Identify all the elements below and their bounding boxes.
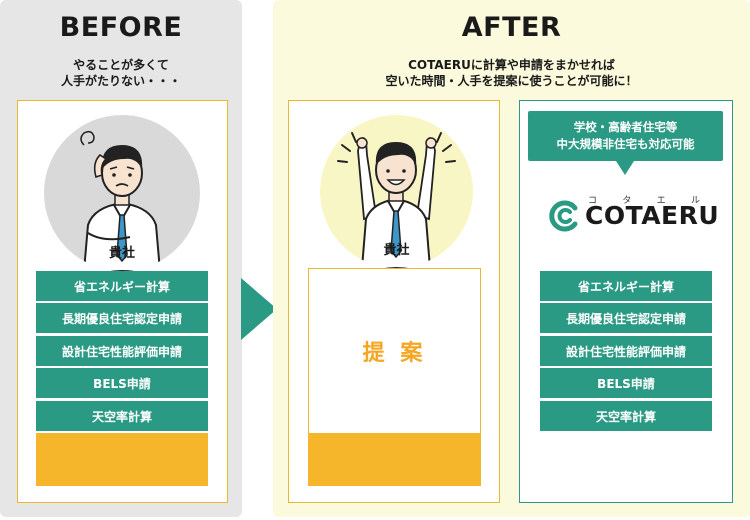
ruby-e: エ — [656, 196, 666, 206]
before-task-energy: 省エネルギー計算 — [36, 271, 208, 301]
after-subtitle-line2: 空いた時間・人手を提案に使うことが可能に！ — [385, 74, 638, 88]
after-subtitle: COTAERUに計算や申請をまかせれば 空いた時間・人手を提案に使うことが可能に… — [273, 57, 750, 89]
logo-wordmark: COTAERU — [585, 201, 720, 230]
before-subtitle-line1: やることが多くて — [73, 58, 169, 72]
happy-person-circle: 貴社 — [320, 115, 473, 268]
ruby-ko: コ — [588, 196, 598, 206]
worried-businessman-icon — [80, 130, 162, 271]
logo-ruby: コ タ エ ル — [588, 193, 700, 206]
after-company-label: 貴社 — [383, 243, 410, 258]
happy-businessman-icon — [337, 132, 456, 268]
worried-person-circle: 貴社 — [44, 115, 200, 271]
after-heading: AFTER — [461, 12, 562, 43]
before-company-label: 貴社 — [108, 246, 135, 261]
before-task-long-term: 長期優良住宅認定申請 — [36, 303, 208, 333]
before-subtitle: やることが多くて 人手がたりない・・・ — [0, 57, 242, 89]
after-task-bels: BELS申請 — [540, 368, 712, 398]
ruby-ta: タ — [622, 196, 632, 206]
proposal-label: 提 案 — [362, 341, 427, 366]
callout-tail — [616, 161, 634, 175]
after-task-long-term: 長期優良住宅認定申請 — [540, 303, 712, 333]
before-task-bels: BELS申請 — [36, 368, 208, 398]
before-subtitle-line2: 人手がたりない・・・ — [60, 74, 181, 88]
after-task-performance: 設計住宅性能評価申請 — [540, 336, 712, 366]
after-subtitle-line1: COTAERUに計算や申請をまかせれば — [408, 58, 615, 72]
callout-line1: 学校・高齢者住宅等 — [573, 120, 678, 134]
cotaeru-logo-icon — [549, 200, 578, 232]
callout-line2: 中大規模非住宅も対応可能 — [556, 137, 695, 151]
before-heading: BEFORE — [59, 12, 183, 43]
arrow-right-icon — [241, 278, 277, 340]
before-task-sky-ratio: 天空率計算 — [36, 401, 208, 431]
after-freed-block — [308, 433, 481, 486]
before-task-performance: 設計住宅性能評価申請 — [36, 336, 208, 366]
coverage-callout: 学校・高齢者住宅等 中大規模非住宅も対応可能 — [528, 111, 723, 161]
after-task-energy: 省エネルギー計算 — [540, 271, 712, 301]
cotaeru-logo: コ タ エ ル COTAERU — [548, 193, 719, 233]
after-task-sky-ratio: 天空率計算 — [540, 401, 712, 431]
before-overflow-block — [36, 433, 208, 486]
ruby-ru: ル — [690, 196, 700, 206]
